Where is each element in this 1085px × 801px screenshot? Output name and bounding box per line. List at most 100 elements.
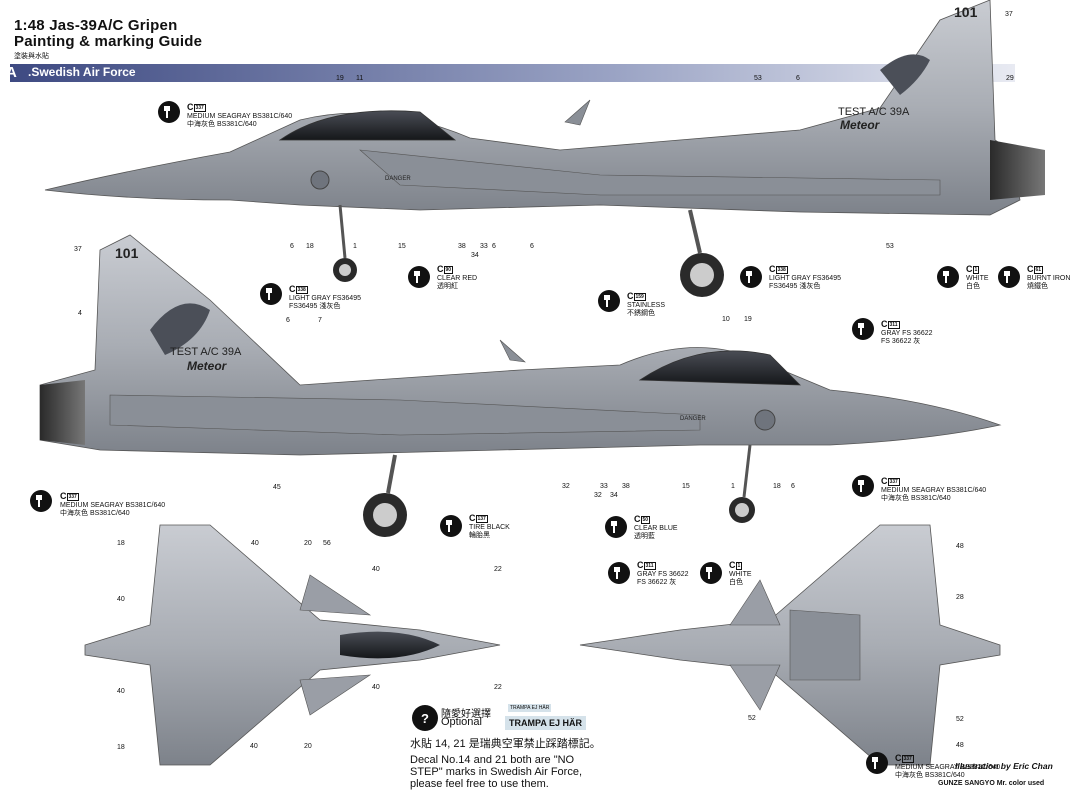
- section-banner: .Swedish Air Force: [10, 64, 1015, 82]
- paint-name-cn: 中海灰色 BS381C/640: [187, 121, 257, 128]
- paint-code-letter: C: [637, 560, 644, 570]
- part-number: 22: [494, 684, 502, 691]
- tail-number-top: 101: [954, 4, 978, 20]
- part-number: 19: [336, 75, 344, 82]
- paint-name: GRAY FS 36622: [881, 330, 933, 337]
- paint-name-cn: 中海灰色 BS381C/640: [895, 772, 965, 779]
- part-number: 18: [773, 483, 781, 490]
- banner-letter: A: [6, 64, 17, 81]
- part-number: 38: [458, 243, 466, 250]
- banner-label: .Swedish Air Force: [28, 65, 136, 79]
- part-number: 48: [956, 543, 964, 550]
- illustration-credit: Illustration by Eric Chan: [955, 761, 1053, 771]
- part-number: 19: [744, 316, 752, 323]
- paint-name-cn: 中海灰色 BS381C/640: [881, 495, 951, 502]
- paint-name-cn: 透明紅: [437, 283, 458, 290]
- part-number: 20: [304, 743, 312, 750]
- part-number: 6: [286, 317, 290, 324]
- paint-name: LIGHT GRAY FS36495: [769, 275, 841, 282]
- paint-code-letter: C: [634, 514, 641, 524]
- part-number: 15: [398, 243, 406, 250]
- paint-name: CLEAR BLUE: [634, 525, 678, 532]
- part-number: 34: [610, 492, 618, 499]
- part-number: 6: [796, 75, 800, 82]
- part-number: 6: [492, 243, 496, 250]
- part-number: 33: [480, 243, 488, 250]
- optional-label: Optional: [441, 716, 482, 728]
- paint-name-cn: FS 36622 灰: [881, 338, 921, 345]
- paint-code-number: 1: [972, 265, 980, 274]
- part-number: 34: [471, 252, 479, 259]
- paint-name-cn: 不銹鋼色: [627, 310, 655, 317]
- paint-code-letter: C: [627, 291, 634, 301]
- part-number: 40: [372, 566, 380, 573]
- part-number: 40: [117, 596, 125, 603]
- bottom-view: [579, 524, 1001, 766]
- paint-brush-icon: [998, 266, 1020, 288]
- part-number: 32: [562, 483, 570, 490]
- paint-code-letter: C: [769, 264, 776, 274]
- paint-name: MEDIUM SEAGRAY BS381C/640: [895, 764, 1001, 771]
- paint-code-number: 337: [901, 754, 914, 763]
- side-view-right: [39, 234, 1002, 537]
- paint-code-letter: C: [881, 319, 888, 329]
- paint-name: WHITE: [966, 275, 989, 282]
- paint-name-cn: 燒鐵色: [1027, 283, 1048, 290]
- part-number: 40: [372, 684, 380, 691]
- part-number: 4: [78, 310, 82, 317]
- paint-name-cn: 中海灰色 BS381C/640: [60, 510, 130, 517]
- decal-small: TRAMPA EJ HÄR: [508, 704, 552, 712]
- part-number: 40: [117, 688, 125, 695]
- paint-code-letter: C: [437, 264, 444, 274]
- note-en-2: STEP" marks in Swedish Air Force,: [410, 766, 583, 778]
- paint-brush-icon: [608, 562, 630, 584]
- part-number: 11: [356, 75, 364, 82]
- paint-name-cn: FS 36622 灰: [637, 579, 677, 586]
- guide-title-line2: Painting & marking Guide: [14, 33, 203, 50]
- paint-code-letter: C: [729, 560, 736, 570]
- paint-code-number: 338: [775, 265, 788, 274]
- paint-brush-icon: [852, 318, 874, 340]
- brand-credit: GUNZE SANGYO Mr. color used: [938, 780, 1045, 787]
- paint-name: MEDIUM SEAGRAY BS381C/640: [881, 487, 987, 494]
- paint-brush-icon: [440, 515, 462, 537]
- paint-code-number: 337: [66, 492, 79, 501]
- part-number: 1: [731, 483, 735, 490]
- paint-brush-icon: [700, 562, 722, 584]
- paint-brush-icon: [30, 490, 52, 512]
- part-number: 40: [250, 743, 258, 750]
- test-label-top: TEST A/C 39A: [838, 106, 910, 118]
- meteor-label-top: Meteor: [840, 118, 880, 132]
- paint-name: GRAY FS 36622: [637, 571, 689, 578]
- paint-code-number: 1: [735, 561, 743, 570]
- paint-brush-icon: [598, 290, 620, 312]
- part-number: 1: [353, 243, 357, 250]
- paint-name: WHITE: [729, 571, 752, 578]
- paint-name: LIGHT GRAY FS36495: [289, 295, 361, 302]
- part-number: 37: [1005, 11, 1013, 18]
- part-number: 28: [956, 594, 964, 601]
- paint-code-letter: C: [60, 491, 67, 501]
- paint-brush-icon: [852, 475, 874, 497]
- paint-name: MEDIUM SEAGRAY BS381C/640: [187, 113, 293, 120]
- part-number: 7: [318, 317, 322, 324]
- part-number: 53: [886, 243, 894, 250]
- part-number: 6: [791, 483, 795, 490]
